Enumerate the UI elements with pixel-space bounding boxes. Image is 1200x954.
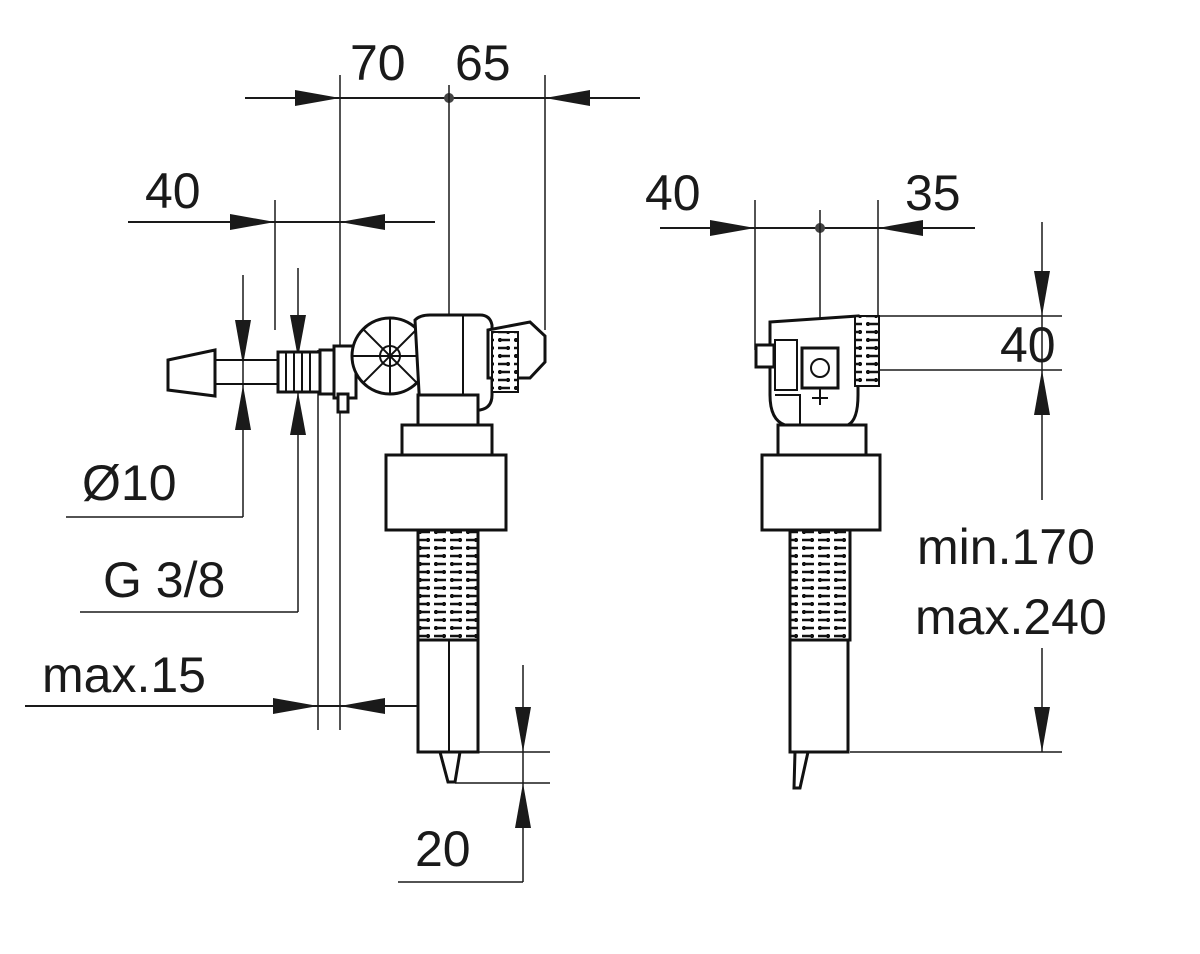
- dim-max15-text: max.15: [42, 647, 206, 703]
- dim-diameter: Ø10: [66, 275, 251, 518]
- dim-bottom-20: 20: [398, 665, 550, 883]
- fill-valve-side: [754, 314, 882, 790]
- dim-70-text: 70: [350, 35, 406, 91]
- side-dim-min-text: min.170: [917, 519, 1095, 575]
- dim-65-text: 65: [455, 35, 511, 91]
- dim-max15: max.15: [25, 350, 432, 730]
- side-dim-height: 40 min.170 max.240: [850, 222, 1107, 753]
- dim-thread-text: G 3/8: [103, 552, 225, 608]
- dim-thread: G 3/8: [80, 268, 306, 613]
- side-dim-35-text: 35: [905, 165, 961, 221]
- side-dim-40-text: 40: [645, 165, 701, 221]
- side-dim-max-text: max.240: [915, 589, 1107, 645]
- dim-20-text: 20: [415, 821, 471, 877]
- dim-40-text: 40: [145, 163, 201, 219]
- front-view: 70 65 40 Ø10 G 3/8: [25, 35, 640, 883]
- side-view: 40 35 40 min.170 max.240: [645, 165, 1107, 790]
- fill-valve-front: [166, 313, 547, 784]
- side-dim-head-text: 40: [1000, 317, 1056, 373]
- side-dim-top: 40 35: [645, 165, 975, 405]
- dim-diameter-text: Ø10: [82, 455, 177, 511]
- dim-offset-40: 40: [128, 163, 435, 330]
